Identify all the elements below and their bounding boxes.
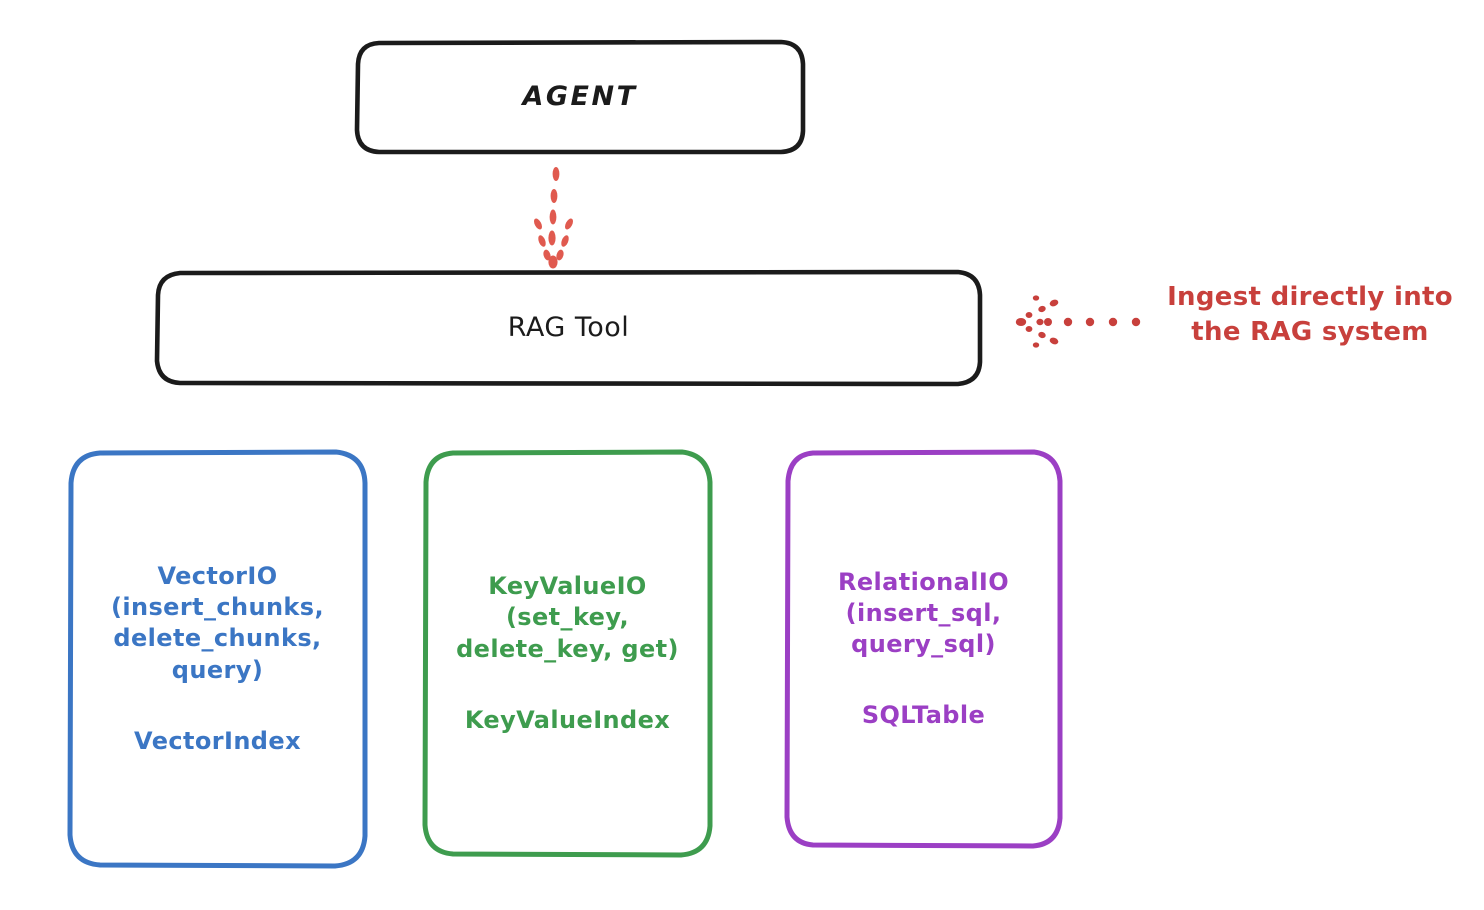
agent-to-rag-connector (534, 167, 573, 269)
key-value-io-box-outline (422, 449, 713, 858)
agent-node[interactable] (354, 39, 806, 155)
vector-io-node[interactable] (67, 449, 368, 869)
key-value-io-node[interactable] (422, 449, 713, 858)
rag-tool-box-outline (154, 269, 983, 387)
vector-io-box-outline (67, 449, 368, 869)
relational-io-node[interactable] (784, 449, 1063, 849)
rag-tool-node[interactable] (154, 269, 983, 387)
ingest-connector-arrow (1015, 295, 1141, 348)
relational-io-box-outline (784, 449, 1063, 849)
agent-box-outline (354, 39, 806, 155)
